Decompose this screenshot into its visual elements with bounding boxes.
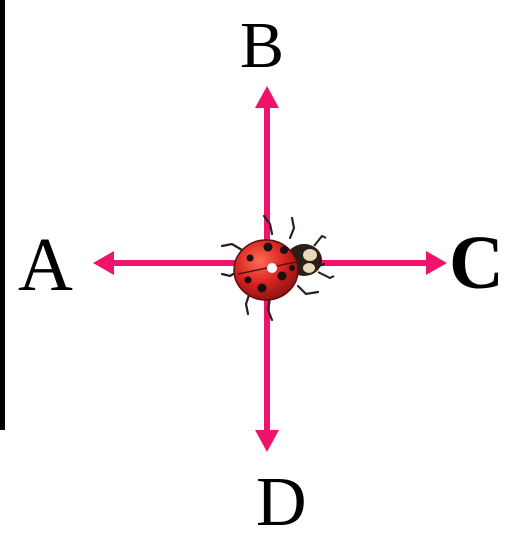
ladybug-icon <box>222 216 334 320</box>
label-a: A <box>18 227 73 303</box>
arrow-up <box>255 86 279 263</box>
label-d: D <box>256 468 307 538</box>
label-b: B <box>240 13 284 79</box>
label-c: C <box>449 225 504 301</box>
